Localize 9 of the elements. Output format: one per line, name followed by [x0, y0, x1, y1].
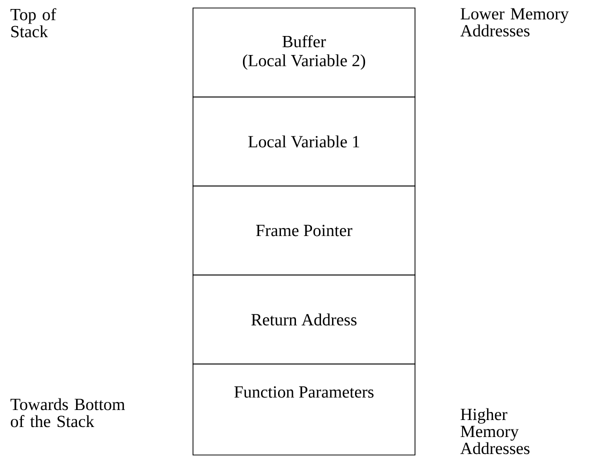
side-label: Towards Bottom of the Stack: [10, 398, 125, 428]
stack-cell: Function Parameters: [192, 364, 416, 456]
stack-cell: Return Address: [192, 274, 416, 364]
stack-cell: Local Variable 1: [192, 96, 416, 186]
side-label: Higher Memory Addresses: [460, 408, 530, 454]
stack-cell: Buffer (Local Variable 2): [192, 8, 416, 98]
side-label: Lower Memory Addresses: [460, 8, 569, 36]
side-label: Top of Stack: [10, 8, 56, 38]
stack-cell: Frame Pointer: [192, 186, 416, 276]
